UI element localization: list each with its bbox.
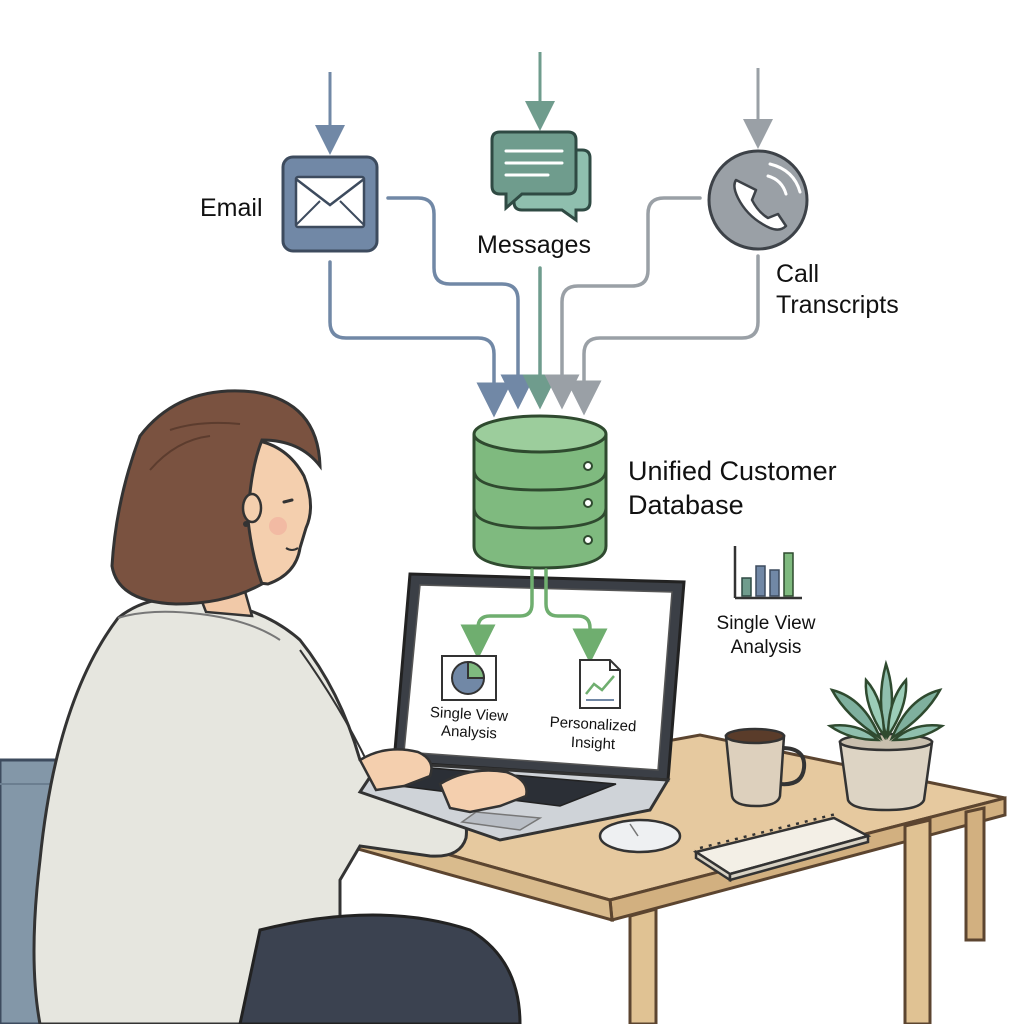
potted-plant [826,659,946,812]
email-label: Email [200,194,263,222]
phone-icon [707,149,809,251]
laptop [357,572,686,842]
envelope-icon [281,155,379,253]
messages-label: Messages [477,231,591,259]
coffee-mug [724,727,807,808]
pie-chart-icon [441,655,497,701]
mouse [598,818,682,854]
side-chart-label-line1: Single View [716,613,816,634]
person [32,389,522,1026]
database-to-laptop-lines [460,568,608,664]
document-chart-icon [579,659,621,709]
bar-chart-icon [733,546,802,600]
database-icon [472,414,608,570]
notebook [692,812,872,883]
call-label-line2: Transcripts [776,291,899,319]
flow-lines [328,196,760,418]
call-label-line1: Call [776,260,820,288]
hands [358,748,528,814]
chat-bubbles-icon [490,130,592,223]
side-chart-label-line2: Analysis [730,637,802,658]
database-label-line1: Unified Customer [628,456,837,486]
incoming-arrows [315,52,773,155]
database-label-line2: Database [628,490,744,520]
